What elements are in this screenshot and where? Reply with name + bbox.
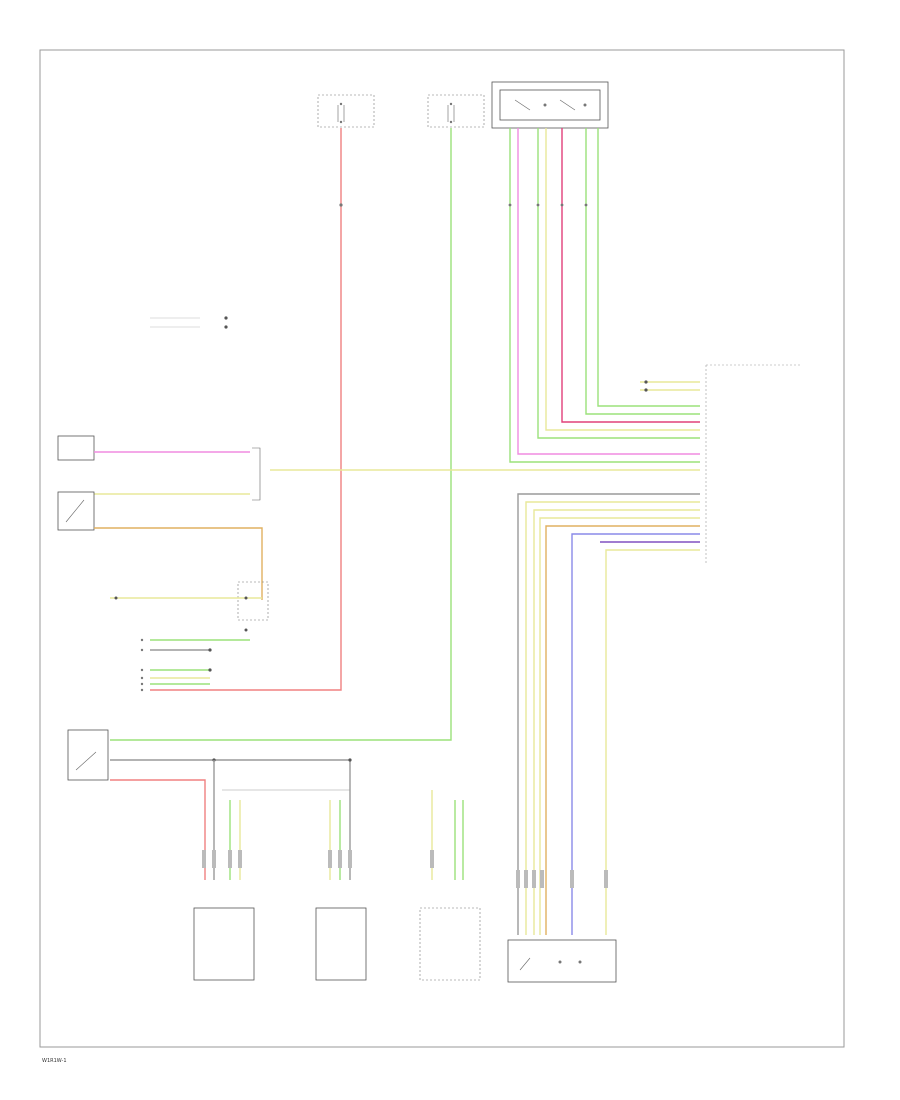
wire-gray-throttle-1 [517, 493, 700, 935]
pedal-switch [57, 491, 263, 600]
throttle-valve-module [507, 939, 617, 983]
wire-yellow-throttle-4 [605, 549, 700, 935]
engine-control-unit [644, 364, 800, 565]
wire-green-module-1 [509, 128, 700, 463]
wire-yellow-throttle-3 [539, 517, 700, 935]
brake-pedal-switch [67, 729, 352, 880]
footer-code: W1R1W-1 [42, 1058, 67, 1064]
wire-green-module-4 [597, 128, 700, 407]
relay-block [110, 581, 269, 632]
wire-yellow-throttle-1 [525, 501, 700, 935]
wire-green-module-2 [537, 128, 700, 439]
bottom-module-1 [193, 907, 255, 981]
fuse-box-left [317, 94, 375, 128]
wire-green-main [110, 128, 452, 741]
bottom-connector-pins [202, 850, 608, 888]
control-unit-left [57, 435, 261, 501]
fuse-box-middle [427, 94, 485, 128]
left-mid-leads [140, 638, 250, 692]
wire-orange-throttle [545, 525, 700, 935]
wire-pink-module [517, 128, 700, 455]
sensor-module-top [491, 81, 609, 129]
wire-green-module-3 [585, 128, 700, 415]
bottom-module-2 [315, 907, 367, 981]
wire-magenta-module [561, 128, 700, 423]
wire-yellow-throttle-2 [533, 509, 700, 935]
wire-blue-throttle [571, 533, 700, 935]
bottom-module-3 [419, 907, 481, 981]
wire-yellow-module [545, 128, 700, 431]
wire-red-main [150, 128, 342, 691]
left-header-connector [150, 316, 228, 329]
diagram-frame [39, 49, 845, 1048]
